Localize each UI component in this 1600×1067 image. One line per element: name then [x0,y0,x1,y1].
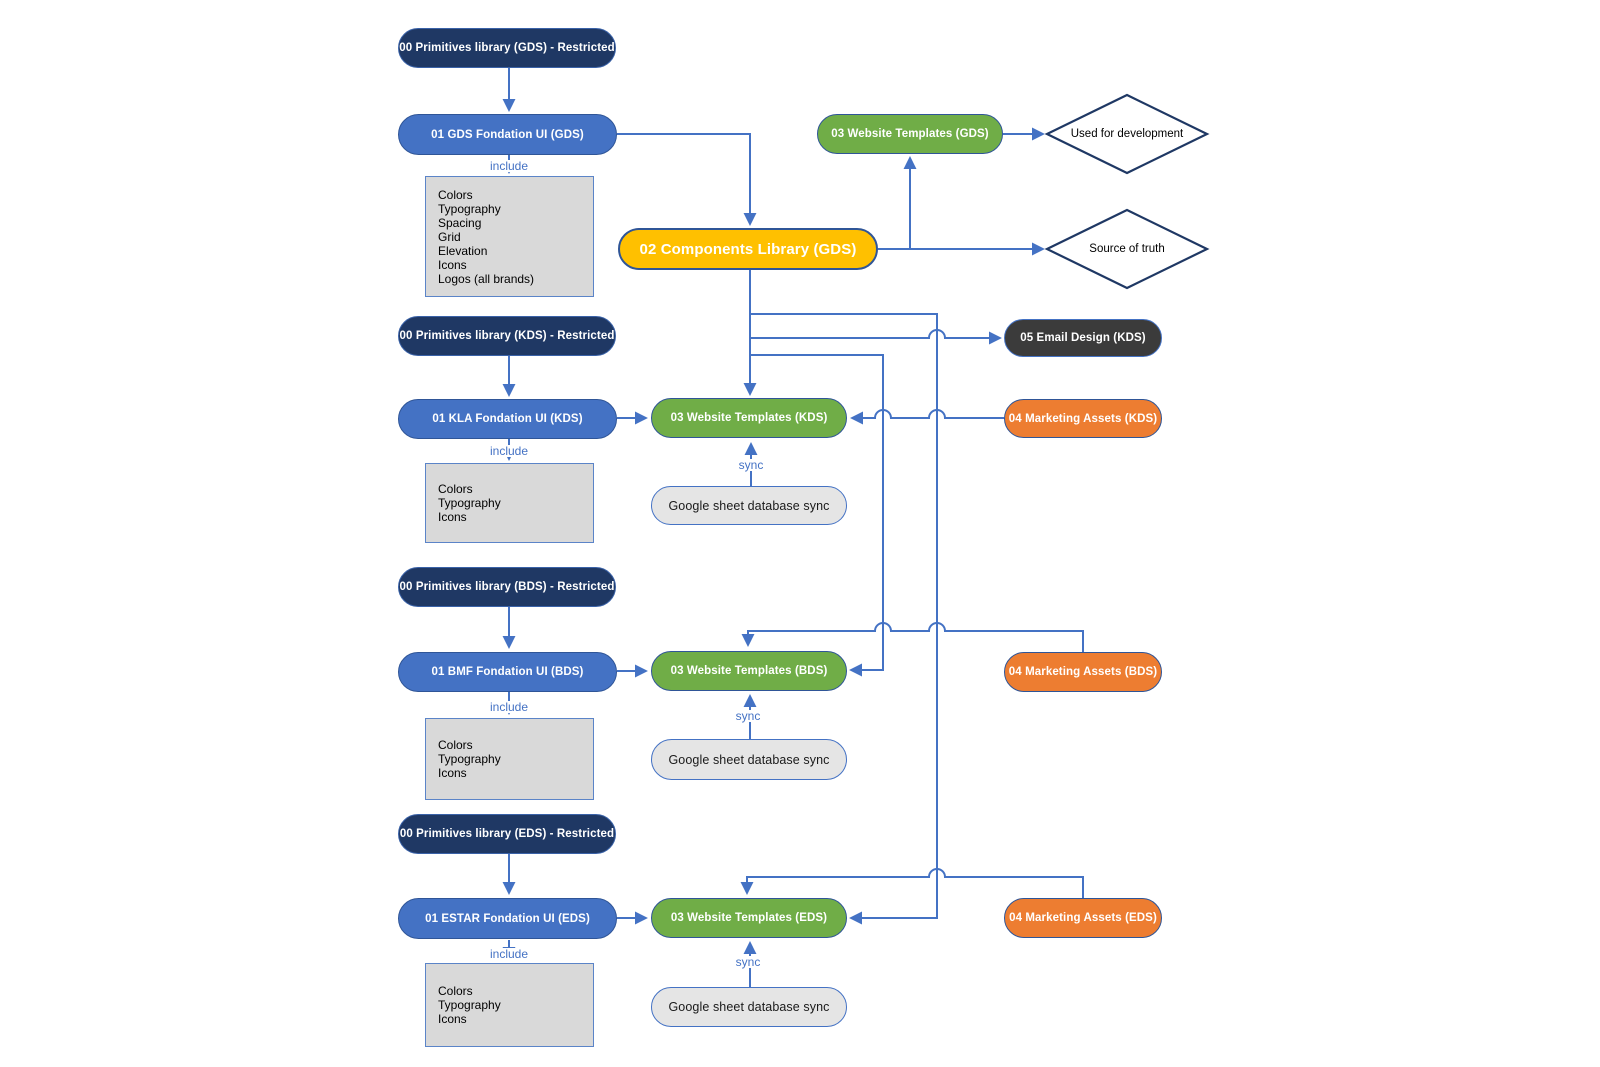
edge-label-include-gds: include [486,160,532,172]
include-box-kds: Colors Typography Icons [425,463,594,543]
node-kds-email-design: 05 Email Design (KDS) [1004,319,1162,357]
include-box-kds-items: Colors Typography Icons [438,482,501,524]
node-gds-primitives-library: 00 Primitives library (GDS) - Restricted [398,28,616,68]
node-bds-marketing-assets: 04 Marketing Assets (BDS) [1004,652,1162,692]
edge-label-include-kds: include [486,445,532,457]
node-kds-google-sheet-sync: Google sheet database sync [651,486,847,525]
node-bds-foundation-ui: 01 BMF Fondation UI (BDS) [398,652,617,692]
diamond-used-for-development-shape [1044,93,1210,175]
node-gds-foundation-ui: 01 GDS Fondation UI (GDS) [398,114,617,155]
node-gds-components-library: 02 Components Library (GDS) [618,228,878,270]
diamond-used-for-development-label: Used for development [1070,128,1184,140]
diamond-source-of-truth-shape [1044,208,1210,290]
node-bds-primitives-library: 00 Primitives library (BDS) - Restricted [398,567,616,607]
edge-components-to-eds-templates-trunk [750,313,938,925]
node-kds-marketing-assets: 04 Marketing Assets (KDS) [1004,399,1162,438]
node-eds-foundation-ui: 01 ESTAR Fondation UI (EDS) [398,898,617,939]
edge-label-include-bds: include [486,701,532,713]
edge-gds01-to-components [617,133,757,226]
edge-eds-marketing-to-eds-templates [740,868,1084,898]
node-gds-website-templates: 03 Website Templates (GDS) [817,114,1003,154]
node-eds-google-sheet-sync: Google sheet database sync [651,987,847,1027]
edge-label-sync-eds: sync [732,956,764,968]
include-box-bds: Colors Typography Icons [425,718,594,800]
include-box-gds: Colors Typography Spacing Grid Elevation… [425,176,594,297]
node-eds-website-templates: 03 Website Templates (EDS) [651,898,847,938]
include-box-eds-items: Colors Typography Icons [438,984,501,1026]
edge-components-to-bds-templates-trunk [750,354,884,677]
edge-label-sync-kds: sync [735,459,767,471]
node-bds-google-sheet-sync: Google sheet database sync [651,739,847,780]
include-box-gds-items: Colors Typography Spacing Grid Elevation… [438,187,535,286]
node-eds-marketing-assets: 04 Marketing Assets (EDS) [1004,898,1162,938]
node-eds-primitives-library: 00 Primitives library (EDS) - Restricted [398,814,616,854]
node-kds-primitives-library: 00 Primitives library (KDS) - Restricted [398,316,616,356]
node-kds-website-templates: 03 Website Templates (KDS) [651,398,847,438]
diamond-source-of-truth-label: Source of truth [1089,243,1165,255]
edge-label-sync-bds: sync [732,710,764,722]
edge-kds-marketing-to-kds-templates [850,409,1004,425]
edge-components-to-email-design [750,329,1002,345]
edge-bds-marketing-to-bds-templates [741,622,1084,652]
include-box-eds: Colors Typography Icons [425,963,594,1047]
edge-label-include-eds: include [486,948,532,960]
include-box-bds-items: Colors Typography Icons [438,738,501,780]
node-kds-foundation-ui: 01 KLA Fondation UI (KDS) [398,399,617,439]
node-bds-website-templates: 03 Website Templates (BDS) [651,651,847,691]
